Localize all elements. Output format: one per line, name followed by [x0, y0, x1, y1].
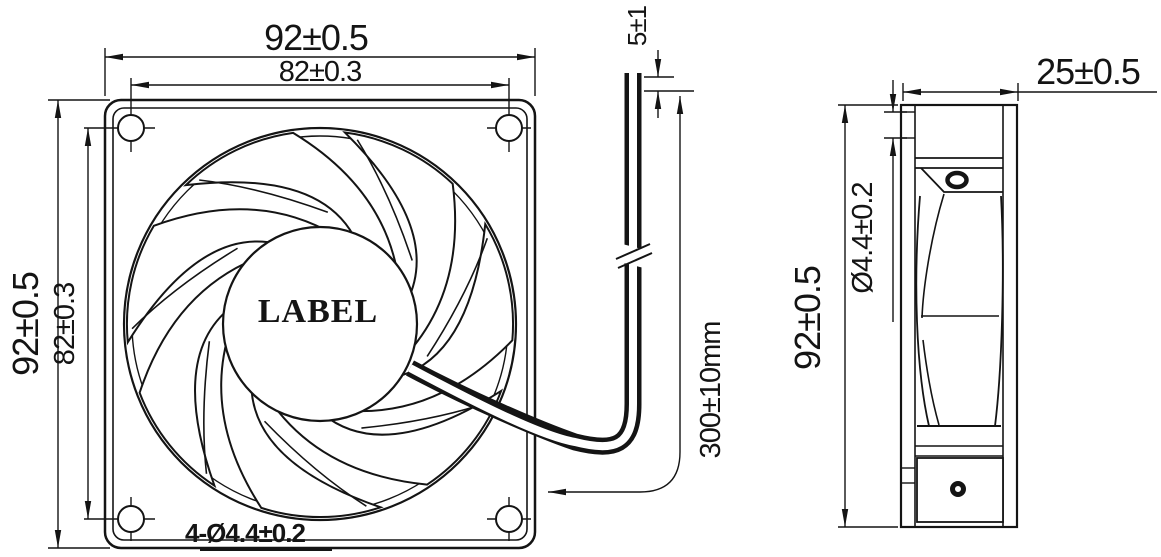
blade-detail-line: [203, 341, 211, 474]
dim-front-height-text: 92±0.5: [5, 272, 46, 376]
mounting-hole-bottom-right: [487, 497, 531, 541]
dim-wire-length: 300±10mm: [548, 96, 727, 496]
hub-block-profile: [920, 167, 1003, 193]
fan-front-view: LABEL: [84, 78, 537, 550]
dim-front-width: 92±0.5: [104, 17, 536, 96]
dim-front-hole-pitch-h: 82±0.3: [131, 56, 509, 89]
dim-front-height: 92±0.5: [5, 99, 110, 549]
dim-front-hole-pitch-v: 82±0.3: [49, 128, 92, 519]
dim-side-height: 92±0.5: [787, 104, 898, 528]
dim-side-hole-dia: Ø4.4±0.2: [847, 80, 907, 322]
fan-frame-inner: [112, 107, 528, 541]
blade-detail-line: [131, 247, 238, 330]
dim-wire-length-text: 300±10mm: [695, 322, 727, 459]
dim-front-hole-pitch-v-text: 82±0.3: [49, 283, 81, 366]
dim-wire-strip: 5±1: [622, 5, 694, 118]
shaft-hole-bottom: [950, 481, 966, 497]
blade-detail-line: [199, 179, 329, 214]
fan-side-view: [899, 103, 1019, 529]
front-hole-note-text: 4-Ø4.4±0.2: [185, 518, 305, 548]
front-hole-note: 4-Ø4.4±0.2: [185, 518, 332, 551]
mounting-hole-top-left: [84, 78, 155, 152]
motor-block: [916, 457, 1004, 523]
dim-side-hole-dia-text: Ø4.4±0.2: [847, 182, 879, 293]
dim-front-width-text: 92±0.5: [264, 17, 368, 58]
blade-detail-line: [356, 139, 413, 261]
dim-side-depth: 25±0.5: [902, 51, 1157, 101]
blade-detail-line: [263, 420, 367, 507]
dim-front-hole-pitch-h-text: 82±0.3: [279, 56, 362, 88]
mounting-hole-bottom-left: [84, 497, 155, 541]
dim-side-height-text: 92±0.5: [787, 266, 828, 370]
dim-side-depth-text: 25±0.5: [1036, 51, 1140, 92]
fan-hub: [221, 225, 419, 423]
shaft-hole-top: [945, 170, 969, 190]
hub-label-text: LABEL: [258, 293, 378, 330]
dim-wire-strip-text: 5±1: [622, 5, 652, 46]
blade-detail-line: [426, 238, 489, 357]
side-blade-silhouette: [915, 193, 1004, 427]
mounting-hole-top-right: [487, 78, 531, 152]
